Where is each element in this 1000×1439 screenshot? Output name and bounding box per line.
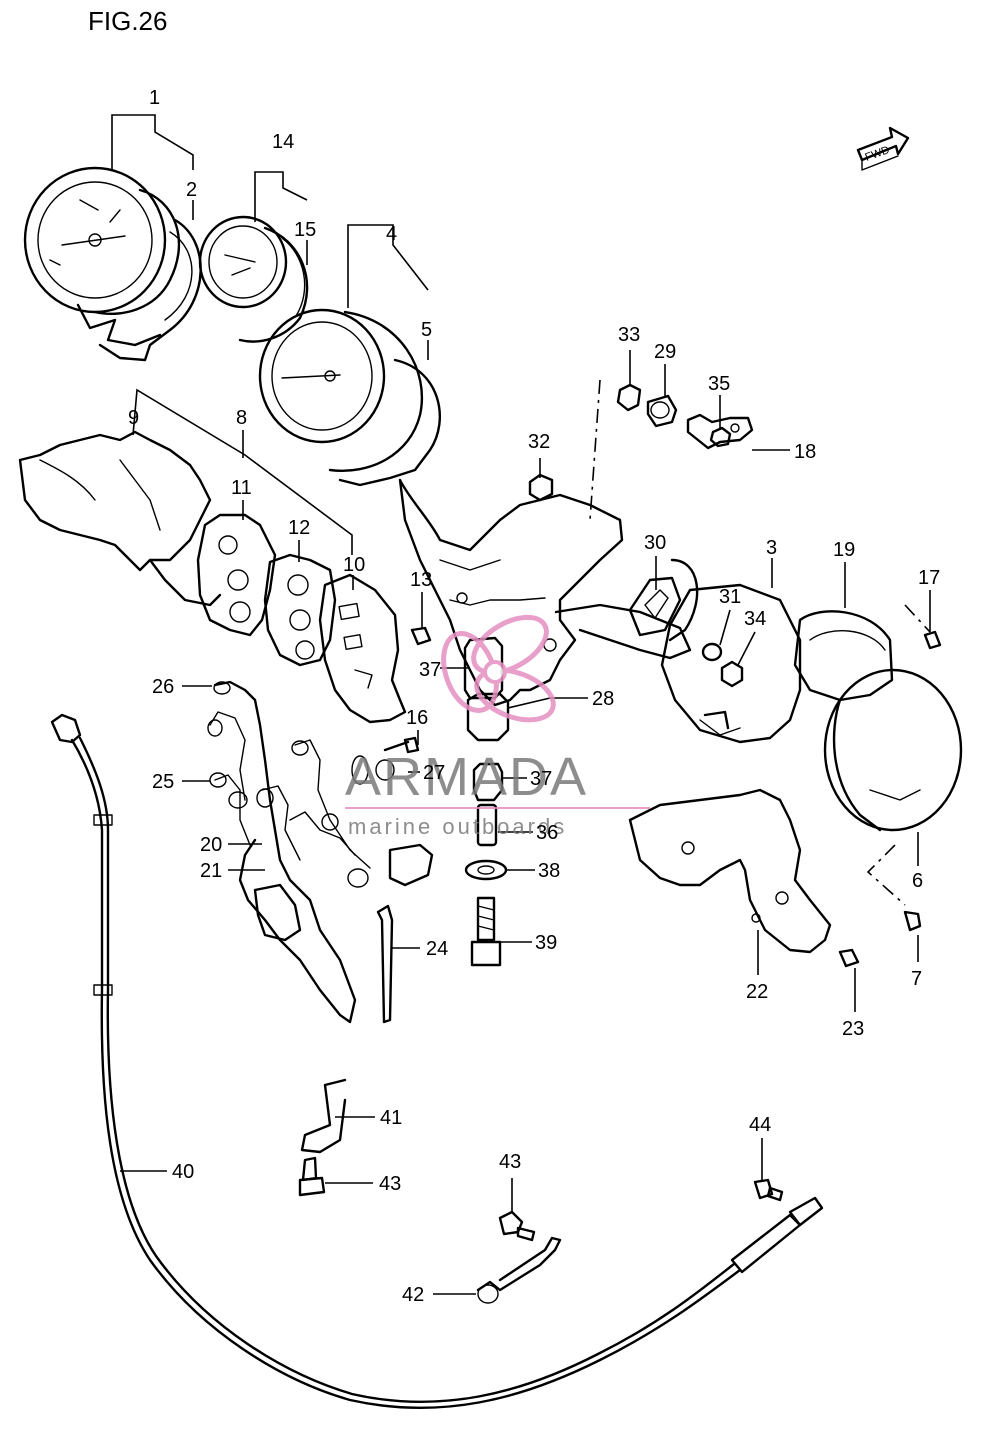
watermark-brand: ARMADA xyxy=(345,747,588,807)
callout-41: 41 xyxy=(380,1107,402,1129)
callout-18: 18 xyxy=(794,441,816,463)
bracket-18 xyxy=(686,413,754,450)
screw-13 xyxy=(410,626,432,646)
callout-40: 40 xyxy=(172,1161,194,1183)
watermark-tagline: marine outboards xyxy=(348,814,567,839)
cable-tie xyxy=(376,904,394,1024)
cable-clamp-42 xyxy=(476,1236,562,1304)
callout-7: 7 xyxy=(911,968,922,990)
meter-cover-right xyxy=(823,668,963,832)
indicator-lens xyxy=(263,553,337,667)
screw-7 xyxy=(903,910,922,932)
callout-23: 23 xyxy=(842,1018,864,1040)
callout-5: 5 xyxy=(421,319,432,341)
screw-17 xyxy=(923,630,942,650)
nut-34 xyxy=(720,660,744,688)
callout-43a: 43 xyxy=(379,1173,401,1195)
callout-2: 2 xyxy=(186,179,197,201)
callout-12: 12 xyxy=(288,517,310,539)
nut-35 xyxy=(709,426,732,448)
grommet xyxy=(646,394,678,428)
callout-14: 14 xyxy=(272,131,294,153)
lower-cover xyxy=(628,788,832,954)
speedometer-case xyxy=(98,218,202,362)
callout-10: 10 xyxy=(343,554,365,576)
meter-case-right xyxy=(660,583,802,744)
callout-6: 6 xyxy=(912,870,923,892)
figure-title: FIG.26 xyxy=(88,6,167,36)
callout-22: 22 xyxy=(746,981,768,1003)
nut-32 xyxy=(528,473,554,502)
speedometer-gauge xyxy=(23,166,181,347)
bolt-43-center xyxy=(498,1210,536,1242)
callout-11: 11 xyxy=(231,477,252,499)
callout-28: 28 xyxy=(592,688,614,710)
callout-37b: 37 xyxy=(530,768,552,790)
cable-clamp-41 xyxy=(300,1078,347,1154)
screw-16 xyxy=(383,736,420,754)
propeller-logo-icon xyxy=(441,614,556,723)
callout-1: 1 xyxy=(149,87,160,109)
callout-numbers: 1 2 3 4 5 6 7 8 9 10 11 12 13 14 15 16 1… xyxy=(128,87,940,1306)
fwd-arrow-icon: FWD xyxy=(856,126,910,171)
indicator-plate xyxy=(196,513,277,637)
callout-33: 33 xyxy=(618,324,640,346)
tachometer-gauge xyxy=(198,215,309,343)
callout-19: 19 xyxy=(833,539,855,561)
callout-30: 30 xyxy=(644,532,666,554)
wiring-harness xyxy=(207,680,434,1024)
callout-16: 16 xyxy=(406,707,428,729)
callout-27: 27 xyxy=(423,762,445,784)
meter-cover-left xyxy=(18,430,222,607)
callout-15: 15 xyxy=(294,219,316,241)
callout-39: 39 xyxy=(535,932,557,954)
callout-38: 38 xyxy=(538,860,560,882)
callout-21: 21 xyxy=(200,860,222,882)
callout-36: 36 xyxy=(536,822,558,844)
callout-8: 8 xyxy=(236,407,247,429)
callout-29: 29 xyxy=(654,341,676,363)
callout-43b: 43 xyxy=(499,1151,521,1173)
speedometer-cable xyxy=(50,713,824,1409)
callout-26: 26 xyxy=(152,676,174,698)
tachometer-large-gauge xyxy=(258,308,442,487)
callout-24: 24 xyxy=(426,938,448,960)
callout-25: 25 xyxy=(152,771,174,793)
callout-13: 13 xyxy=(410,569,432,591)
washer-31 xyxy=(701,642,723,662)
indicator-housing xyxy=(318,573,407,724)
callout-34: 34 xyxy=(744,608,766,630)
meter-ring xyxy=(793,610,894,702)
callout-37a: 37 xyxy=(419,659,441,681)
callout-17: 17 xyxy=(918,567,940,589)
callout-3: 3 xyxy=(766,537,777,559)
callout-20: 20 xyxy=(200,834,222,856)
callout-44: 44 xyxy=(749,1114,771,1136)
callout-31: 31 xyxy=(719,586,741,608)
callout-42: 42 xyxy=(402,1284,424,1306)
leader-lines xyxy=(111,114,931,1295)
bushing xyxy=(616,383,642,412)
callout-4: 4 xyxy=(386,223,397,245)
bolt-43-left xyxy=(298,1156,326,1197)
callout-35: 35 xyxy=(708,373,730,395)
screw-23 xyxy=(838,948,860,968)
armada-watermark: ARMADA marine outboards xyxy=(345,614,650,839)
callout-32: 32 xyxy=(528,431,550,453)
bracket-plate xyxy=(628,558,699,642)
callout-9: 9 xyxy=(128,407,139,429)
bolt-44 xyxy=(753,1178,784,1202)
